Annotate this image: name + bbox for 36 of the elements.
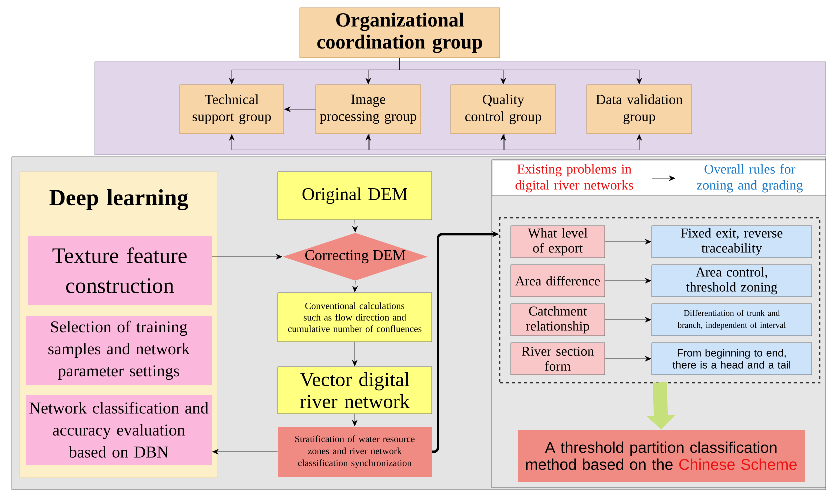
problem-box: River section form [510,342,606,376]
arrow [352,414,358,426]
arrow [605,239,652,245]
arrow [369,134,506,150]
arrow [652,176,676,182]
problem-box: Area difference [510,264,606,298]
group-box: Organizational coordination group [300,8,500,58]
problem-box: Catchment relationship [510,304,606,336]
process-box: Stratification of water resource zones and river network classification synchronization [278,427,432,477]
result-box: A threshold partition classification method based on the Chinese Scheme [518,430,805,482]
process-box: Vector digital river network [278,366,432,414]
process-box: Conventional calculations such as flow direction and cumulative number of confluences [278,292,432,342]
arrow [352,281,358,292]
arrow [212,449,278,455]
problem-box: What level of export [510,226,606,258]
step-box: Network classification and accuracy evaluation based on DBN [26,395,212,465]
arrow [400,58,642,84]
arrow [352,220,358,232]
arrow [352,342,358,366]
group-box: Technical support group [180,84,284,134]
header-text: Existing problems in digital river networks [516,164,634,193]
arrow [284,106,316,112]
header-text: Overall rules for zoning and grading [697,164,803,193]
group-box: Quality control group [450,84,556,134]
arrow [605,317,652,323]
arrow [504,134,642,150]
dashed-frame [499,217,821,384]
group-box: Data validation group [586,84,692,134]
arrow [605,278,652,284]
arrow [229,134,372,150]
arrow [605,356,652,362]
group-box: Image processing group [316,84,422,134]
step-box: Texture feature construction [28,236,212,305]
arrow [212,254,282,260]
step-box: Selection of training samples and network parameter settings [26,316,212,385]
process-box: Original DEM [278,172,432,220]
